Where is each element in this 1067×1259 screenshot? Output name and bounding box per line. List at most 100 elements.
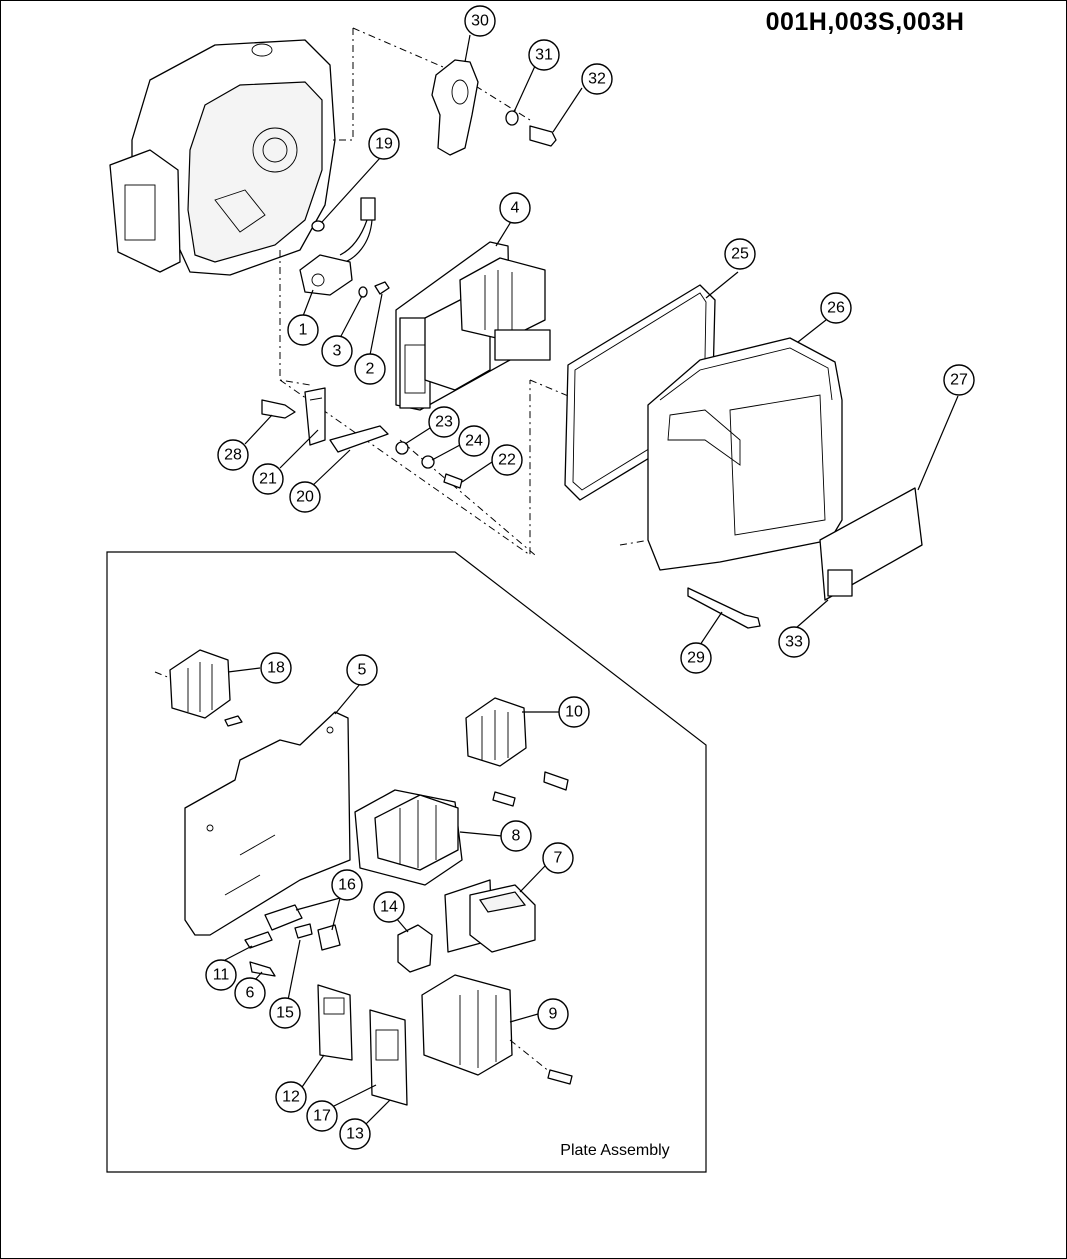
callout-24: 24 xyxy=(458,425,490,457)
part-2-screw xyxy=(369,281,390,356)
callout-number: 14 xyxy=(380,899,398,916)
part-5-plate xyxy=(184,683,361,936)
callout-number: 15 xyxy=(276,1005,294,1022)
callout-number: 27 xyxy=(950,372,968,389)
callout-31: 31 xyxy=(528,39,560,71)
callout-number: 1 xyxy=(299,322,308,339)
part-10-terminal-block xyxy=(465,697,569,791)
callout-number: 16 xyxy=(338,877,356,894)
part-18-terminal-block xyxy=(154,649,261,727)
callout-number: 17 xyxy=(313,1108,331,1125)
callout-21: 21 xyxy=(252,463,284,495)
callout-number: 6 xyxy=(246,985,255,1002)
callout-32: 32 xyxy=(581,63,613,95)
callout-number: 33 xyxy=(785,634,803,651)
part-19-screw xyxy=(311,157,381,232)
callout-19: 19 xyxy=(368,128,400,160)
callout-number: 31 xyxy=(535,47,553,64)
callout-23: 23 xyxy=(428,406,460,438)
part-26-cover xyxy=(647,319,843,571)
part-20-cable-clip xyxy=(309,425,389,489)
callout-number: 4 xyxy=(511,200,520,217)
callout-number: 24 xyxy=(465,433,483,450)
part-11-fuse xyxy=(224,931,273,961)
part-29-bolt xyxy=(687,587,761,646)
motor-housing xyxy=(109,39,336,276)
part-12-cover xyxy=(299,984,353,1091)
callout-2: 2 xyxy=(354,353,386,385)
callout-18: 18 xyxy=(260,652,292,684)
callout-22: 22 xyxy=(491,444,523,476)
callout-number: 20 xyxy=(296,489,314,506)
callout-number: 3 xyxy=(333,343,342,360)
callout-number: 11 xyxy=(213,967,230,984)
callout-13: 13 xyxy=(339,1118,371,1150)
callout-number: 23 xyxy=(435,414,453,431)
callout-number: 12 xyxy=(282,1089,300,1106)
plate-assembly-label: Plate Assembly xyxy=(560,1142,670,1159)
callout-30: 30 xyxy=(464,5,496,37)
callout-15: 15 xyxy=(269,997,301,1029)
plate-assembly-inset xyxy=(106,551,707,1173)
part-32-screw xyxy=(529,87,583,147)
callout-number: 9 xyxy=(549,1006,558,1023)
callout-25: 25 xyxy=(724,238,756,270)
part-4-contactor-assembly xyxy=(395,219,551,411)
callout-number: 5 xyxy=(358,662,367,679)
callout-number: 32 xyxy=(588,71,606,88)
part-3-washer xyxy=(339,286,368,339)
callout-14: 14 xyxy=(373,891,405,923)
part-22-screw xyxy=(443,461,493,489)
callout-33: 33 xyxy=(778,626,810,658)
part-33-nameplate xyxy=(795,569,853,629)
callout-7: 7 xyxy=(542,842,574,874)
part-15-fuse xyxy=(287,923,313,1001)
callout-10: 10 xyxy=(558,696,590,728)
callout-29: 29 xyxy=(680,642,712,674)
callout-number: 10 xyxy=(565,704,583,721)
callout-16: 16 xyxy=(331,869,363,901)
part-30-clamp xyxy=(431,34,479,156)
callout-number: 7 xyxy=(554,850,563,867)
callout-number: 2 xyxy=(366,361,375,378)
part-14-relay xyxy=(395,917,433,973)
callout-26: 26 xyxy=(820,292,852,324)
part-16-bracket xyxy=(264,897,341,951)
part-1-switch xyxy=(299,197,376,317)
callout-27: 27 xyxy=(943,364,975,396)
callout-number: 26 xyxy=(827,300,845,317)
callout-number: 13 xyxy=(346,1126,364,1143)
callout-1: 1 xyxy=(287,314,319,346)
callout-number: 28 xyxy=(224,447,242,464)
callout-number: 30 xyxy=(471,13,489,30)
part-23-washer xyxy=(395,427,431,455)
part-9-contactor xyxy=(421,974,573,1085)
callout-12: 12 xyxy=(275,1081,307,1113)
callout-11: 11 xyxy=(205,959,237,991)
callout-number: 25 xyxy=(731,246,749,263)
callout-4: 4 xyxy=(499,192,531,224)
callout-20: 20 xyxy=(289,481,321,513)
callout-3: 3 xyxy=(321,335,353,367)
model-title: 001H,003S,003H xyxy=(765,8,965,36)
part-24-washer xyxy=(421,444,461,469)
part-7-transformer xyxy=(444,865,546,953)
part-17-label xyxy=(329,1084,377,1109)
part-21-bracket xyxy=(279,387,326,469)
callout-number: 29 xyxy=(687,650,705,667)
callout-6: 6 xyxy=(234,977,266,1009)
callout-number: 22 xyxy=(498,452,516,469)
callout-5: 5 xyxy=(346,654,378,686)
callout-number: 21 xyxy=(259,471,277,488)
callout-number: 8 xyxy=(512,828,521,845)
callout-17: 17 xyxy=(306,1100,338,1132)
part-28-screw xyxy=(244,399,296,445)
callout-8: 8 xyxy=(500,820,532,852)
callout-number: 19 xyxy=(375,136,393,153)
callout-number: 18 xyxy=(267,660,285,677)
callout-28: 28 xyxy=(217,439,249,471)
part-13-cover xyxy=(359,1009,408,1131)
callout-9: 9 xyxy=(537,998,569,1030)
part-8-contactor xyxy=(354,789,516,886)
